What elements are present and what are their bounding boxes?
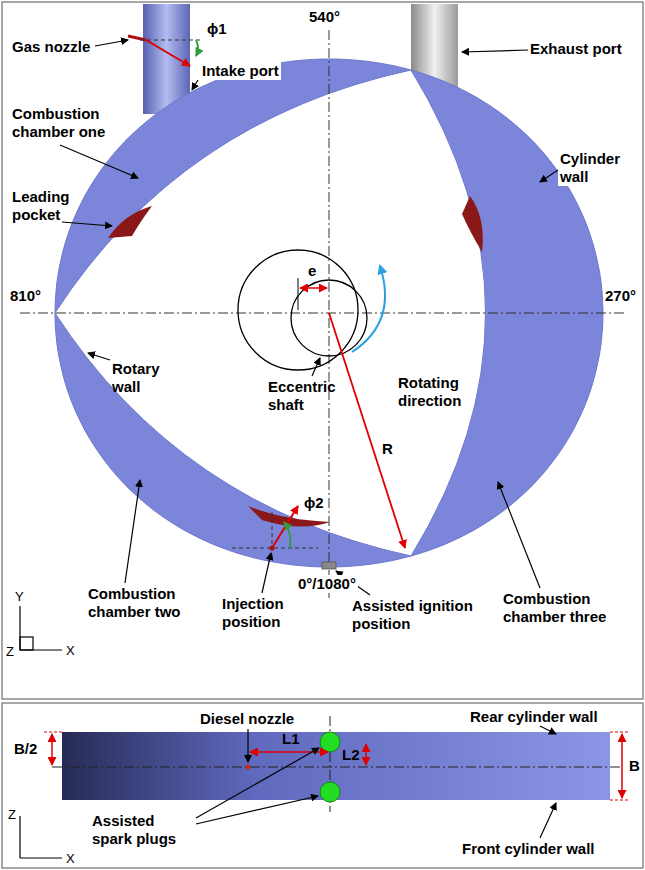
part-label: Intake port: [200, 62, 281, 80]
dimension-label: B: [629, 757, 640, 775]
dimension-label: B/2: [14, 740, 37, 758]
part-label: Cylinder wall: [558, 150, 642, 186]
part-label: Assisted spark plugs: [92, 812, 192, 848]
part-label: Combustion chamber one: [12, 105, 122, 141]
part-label: Rotating direction: [398, 374, 488, 410]
part-label: Rotary wall: [112, 360, 177, 396]
part-label: Diesel nozzle: [200, 710, 294, 728]
part-label: Combustion chamber three: [503, 590, 621, 626]
angle-label: ϕ2: [302, 494, 326, 512]
part-label: Eccentric shaft: [268, 378, 358, 414]
angle-label: ϕ1: [205, 20, 229, 38]
axis-label: X: [66, 642, 75, 660]
dimension-label: R: [382, 440, 393, 458]
axis-label: Z: [6, 643, 14, 661]
axis-label: X: [66, 850, 75, 868]
angle-label: 0°/1080°: [296, 575, 358, 593]
dimension-label: L2: [342, 746, 360, 764]
dimension-label: L1: [282, 730, 300, 748]
part-label: Injection position: [222, 595, 307, 631]
part-label: Combustion chamber two: [88, 585, 198, 621]
part-label: Leading pocket: [12, 188, 87, 224]
axis-label: Y: [15, 588, 24, 606]
part-label: Exhaust port: [530, 40, 622, 58]
angle-label: 810°: [8, 287, 43, 305]
part-label: Assisted ignition position: [352, 597, 487, 633]
part-label: Rear cylinder wall: [470, 708, 598, 726]
axis-label: Z: [8, 806, 16, 824]
angle-label: 270°: [603, 287, 638, 305]
dimension-label: e: [306, 262, 318, 280]
angle-label: 540°: [307, 8, 342, 26]
part-label: Gas nozzle: [12, 38, 90, 56]
part-label: Front cylinder wall: [462, 840, 595, 858]
